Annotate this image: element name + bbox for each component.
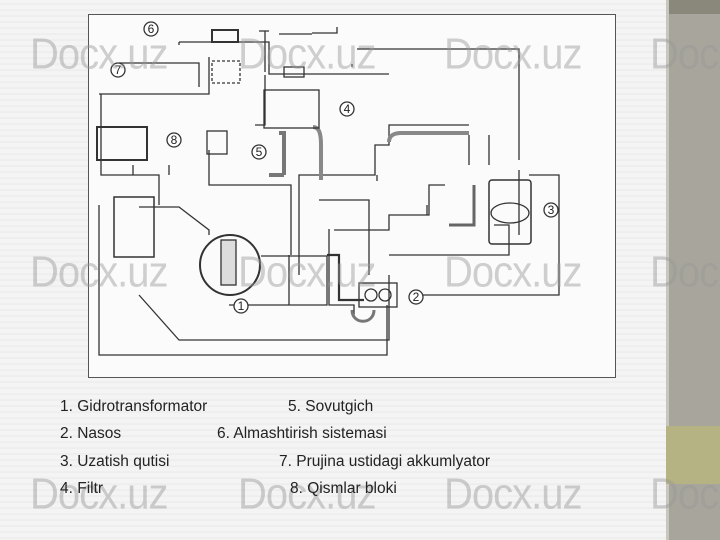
legend-item-2: 2. Nasos [60,425,122,442]
watermark: Docx.uz [30,469,168,519]
label-5: 5 [256,145,263,159]
label-1: 1 [238,299,245,313]
legend-item-6: 6. Almashtirish sistemasi [217,425,387,442]
legend-item-3: 3. Uzatish qutisi [60,453,170,470]
side-decoration-strip [666,0,720,540]
legend-item-4: 4. Filtr [60,480,104,497]
label-6: 6 [148,22,155,36]
watermark: Docx.uz [30,29,168,79]
watermark: Docx.uz [238,29,376,79]
label-4: 4 [344,102,351,116]
legend-item-5: 5. Sovutgich [288,398,374,415]
watermark: Docx.uz [650,469,720,519]
watermark: Docx.uz [650,29,720,79]
legend-item-7: 7. Prujina ustidagi akkumlyator [279,453,491,470]
legend-item-1: 1. Gidrotransformator [60,398,208,415]
label-2: 2 [413,290,420,304]
watermark: Docx.uz [444,469,582,519]
watermark: Docx.uz [30,247,168,297]
watermark: Docx.uz [444,247,582,297]
label-3: 3 [548,203,555,217]
watermark: Docx.uz [238,469,376,519]
legend-item-8: 8. Qismlar bloki [290,480,397,497]
label-8: 8 [171,133,178,147]
label-7: 7 [115,63,122,77]
watermark: Docx.uz [650,247,720,297]
hydraulic-scheme-diagram: 6 7 8 5 4 3 2 1 [88,14,616,378]
watermark: Docx.uz [238,247,376,297]
watermark: Docx.uz [444,29,582,79]
